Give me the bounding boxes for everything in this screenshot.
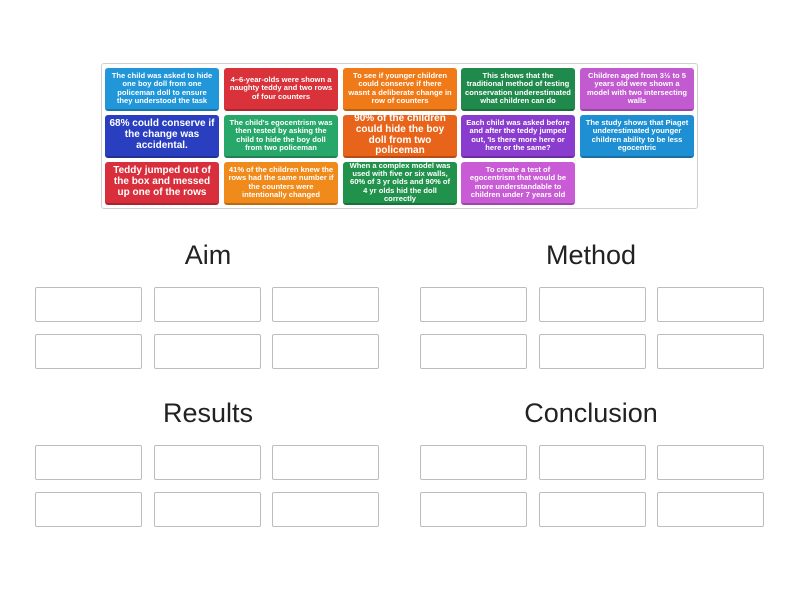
drop-slot-results[interactable] xyxy=(272,492,379,527)
drop-slot-conclusion[interactable] xyxy=(539,445,646,480)
drop-slot-method[interactable] xyxy=(420,334,527,369)
drop-slot-results[interactable] xyxy=(272,445,379,480)
draggable-card[interactable]: 41% of the children knew the rows had th… xyxy=(224,162,338,205)
drop-slot-method[interactable] xyxy=(657,287,764,322)
drop-slot-conclusion[interactable] xyxy=(539,492,646,527)
drop-slot-aim[interactable] xyxy=(272,287,379,322)
draggable-card[interactable]: The study shows that Piaget underestimat… xyxy=(580,115,694,158)
draggable-card[interactable]: The child was asked to hide one boy doll… xyxy=(105,68,219,111)
drop-slot-conclusion[interactable] xyxy=(657,445,764,480)
drop-slot-method[interactable] xyxy=(657,334,764,369)
drop-slot-conclusion[interactable] xyxy=(420,492,527,527)
draggable-card[interactable]: Children aged from 3½ to 5 years old wer… xyxy=(580,68,694,111)
group-title-aim: Aim xyxy=(184,240,232,270)
group-title-conclusion: Conclusion xyxy=(524,398,658,428)
group-title-method: Method xyxy=(545,240,637,270)
drop-slot-aim[interactable] xyxy=(272,334,379,369)
draggable-card[interactable]: 68% could conserve if the change was acc… xyxy=(105,115,219,158)
drop-slot-method[interactable] xyxy=(420,287,527,322)
drop-slot-results[interactable] xyxy=(35,492,142,527)
drop-slot-results[interactable] xyxy=(154,492,261,527)
draggable-card[interactable]: This shows that the traditional method o… xyxy=(461,68,575,111)
drop-slot-aim[interactable] xyxy=(35,287,142,322)
drop-slot-aim[interactable] xyxy=(154,334,261,369)
drop-slot-results[interactable] xyxy=(35,445,142,480)
drop-slot-method[interactable] xyxy=(539,287,646,322)
drop-slot-conclusion[interactable] xyxy=(657,492,764,527)
drop-slot-aim[interactable] xyxy=(154,287,261,322)
draggable-card[interactable]: 4–6-year-olds were shown a naughty teddy… xyxy=(224,68,338,111)
draggable-card[interactable]: When a complex model was used with five … xyxy=(343,161,457,205)
group-title-results: Results xyxy=(162,398,254,428)
draggable-card[interactable]: To create a test of egocentrism that wou… xyxy=(461,162,575,205)
draggable-card[interactable]: 90% of the children could hide the boy d… xyxy=(343,113,457,158)
drop-slot-aim[interactable] xyxy=(35,334,142,369)
draggable-card[interactable]: The child's egocentrism was then tested … xyxy=(224,115,338,158)
drop-slot-conclusion[interactable] xyxy=(420,445,527,480)
drop-slot-results[interactable] xyxy=(154,445,261,480)
draggable-card[interactable]: To see if younger children could conserv… xyxy=(343,68,457,111)
draggable-card[interactable]: Each child was asked before and after th… xyxy=(461,115,575,158)
drop-slot-method[interactable] xyxy=(539,334,646,369)
draggable-card[interactable]: Teddy jumped out of the box and messed u… xyxy=(105,162,219,205)
